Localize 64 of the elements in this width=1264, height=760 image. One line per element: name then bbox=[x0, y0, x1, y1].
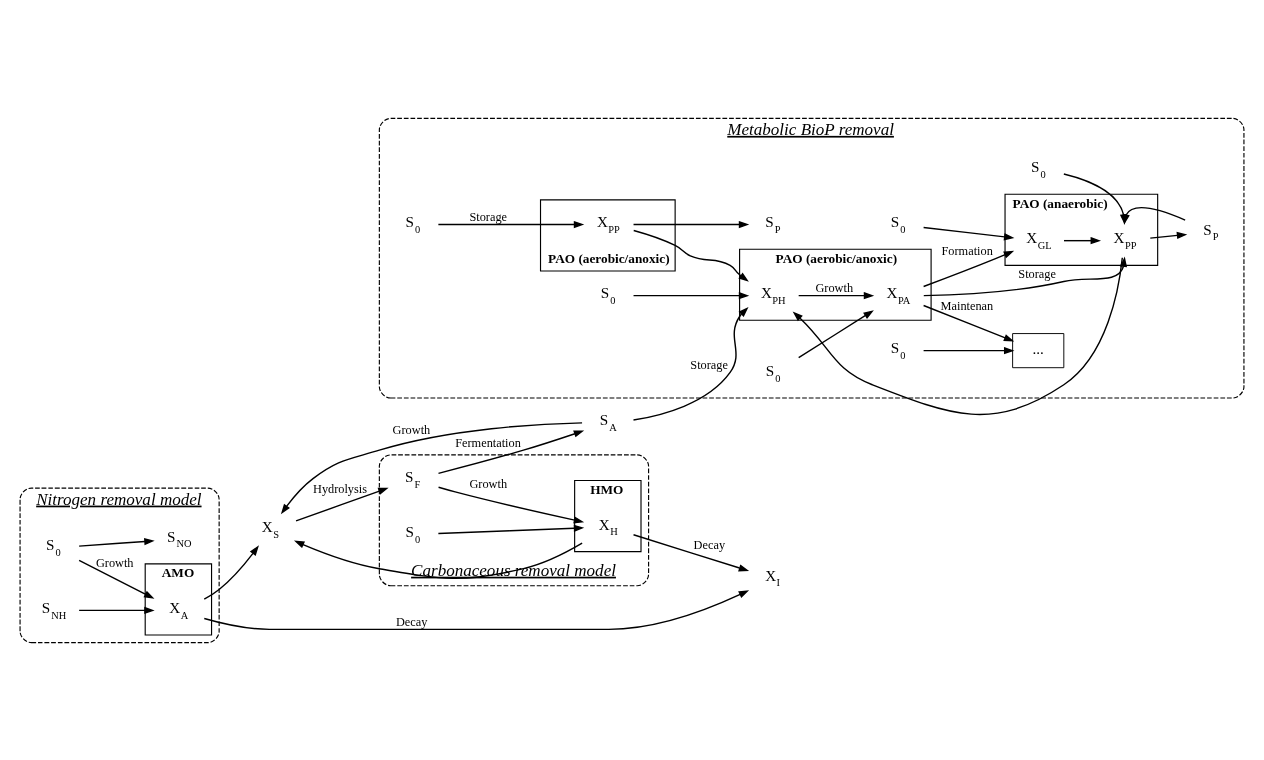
node-text: S$_{0}$ bbox=[890, 212, 906, 235]
node-text: S$_{0}$ bbox=[46, 535, 61, 558]
node-text: X$_{S}$ bbox=[261, 517, 279, 540]
edge-label: Growth bbox=[815, 280, 854, 295]
node-text: S$_{0}$ bbox=[765, 361, 781, 384]
arrow bbox=[1149, 231, 1188, 239]
arrow bbox=[922, 304, 1015, 341]
node-text: X$_{GL}$ bbox=[1026, 228, 1052, 251]
node-text: S$_{0}$ bbox=[600, 283, 616, 306]
arrow bbox=[437, 486, 585, 524]
node-box: ... bbox=[1012, 332, 1065, 368]
node-text: S$_{0}$ bbox=[1031, 157, 1046, 180]
node-text: S$_{NO}$ bbox=[167, 527, 192, 549]
edge-label: Formation bbox=[941, 243, 993, 258]
node-text: S$_{0}$ bbox=[405, 212, 421, 235]
edge-label: Growth bbox=[469, 476, 508, 491]
edge-label: Hydrolysis bbox=[313, 481, 368, 496]
arrow bbox=[293, 540, 583, 579]
node-text: S$_{F}$ bbox=[404, 467, 421, 490]
arrow bbox=[792, 256, 1124, 415]
node-text: X$_{PP}$ bbox=[1113, 228, 1137, 251]
arrow bbox=[922, 250, 1015, 287]
arrow bbox=[923, 256, 1128, 296]
arrow bbox=[1063, 236, 1101, 244]
node-text: S$_{NH}$ bbox=[41, 598, 67, 621]
edge-label: Decay bbox=[395, 614, 428, 629]
edge-label: Storage bbox=[690, 357, 728, 372]
edge-label: Storage bbox=[469, 209, 508, 224]
node-text: X$_{H}$ bbox=[598, 515, 618, 537]
edge-label: Maintenan bbox=[940, 298, 994, 313]
arrow bbox=[78, 537, 155, 547]
arrow bbox=[203, 544, 259, 600]
arrow bbox=[797, 291, 875, 299]
node-text: X$_{PH}$ bbox=[760, 283, 786, 306]
node-text: X$_{PA}$ bbox=[886, 283, 911, 306]
node-text: S$_{P}$ bbox=[1203, 220, 1219, 242]
arrow bbox=[437, 220, 585, 228]
node-text: S$_{0}$ bbox=[890, 338, 906, 361]
arrow bbox=[295, 487, 389, 522]
arrow bbox=[797, 309, 874, 358]
node-text: S$_{0}$ bbox=[405, 522, 421, 545]
arrow bbox=[633, 229, 749, 282]
edge-label: Growth bbox=[392, 421, 431, 436]
edge-label: Decay bbox=[693, 537, 726, 552]
arrow bbox=[632, 220, 750, 228]
arrow bbox=[632, 306, 749, 421]
node-text: X$_{I}$ bbox=[765, 566, 781, 588]
node-text: X$_{PP}$ bbox=[596, 212, 620, 235]
arrow bbox=[632, 533, 750, 571]
arrow bbox=[280, 421, 583, 514]
arrow bbox=[632, 291, 750, 299]
edge-label: Fermentation bbox=[455, 435, 521, 450]
arrow bbox=[78, 606, 155, 614]
arrow bbox=[437, 429, 585, 474]
node-text: S$_{A}$ bbox=[599, 410, 617, 433]
arrow bbox=[203, 589, 750, 630]
node-text: S$_{P}$ bbox=[765, 212, 781, 235]
arrow bbox=[437, 524, 585, 534]
node-text: X$_{A}$ bbox=[169, 598, 189, 621]
edge-label: Storage bbox=[1018, 266, 1056, 281]
arrow bbox=[78, 559, 155, 599]
arrow bbox=[922, 346, 1015, 354]
edge-label: Growth bbox=[95, 555, 134, 570]
arrow bbox=[922, 226, 1015, 240]
